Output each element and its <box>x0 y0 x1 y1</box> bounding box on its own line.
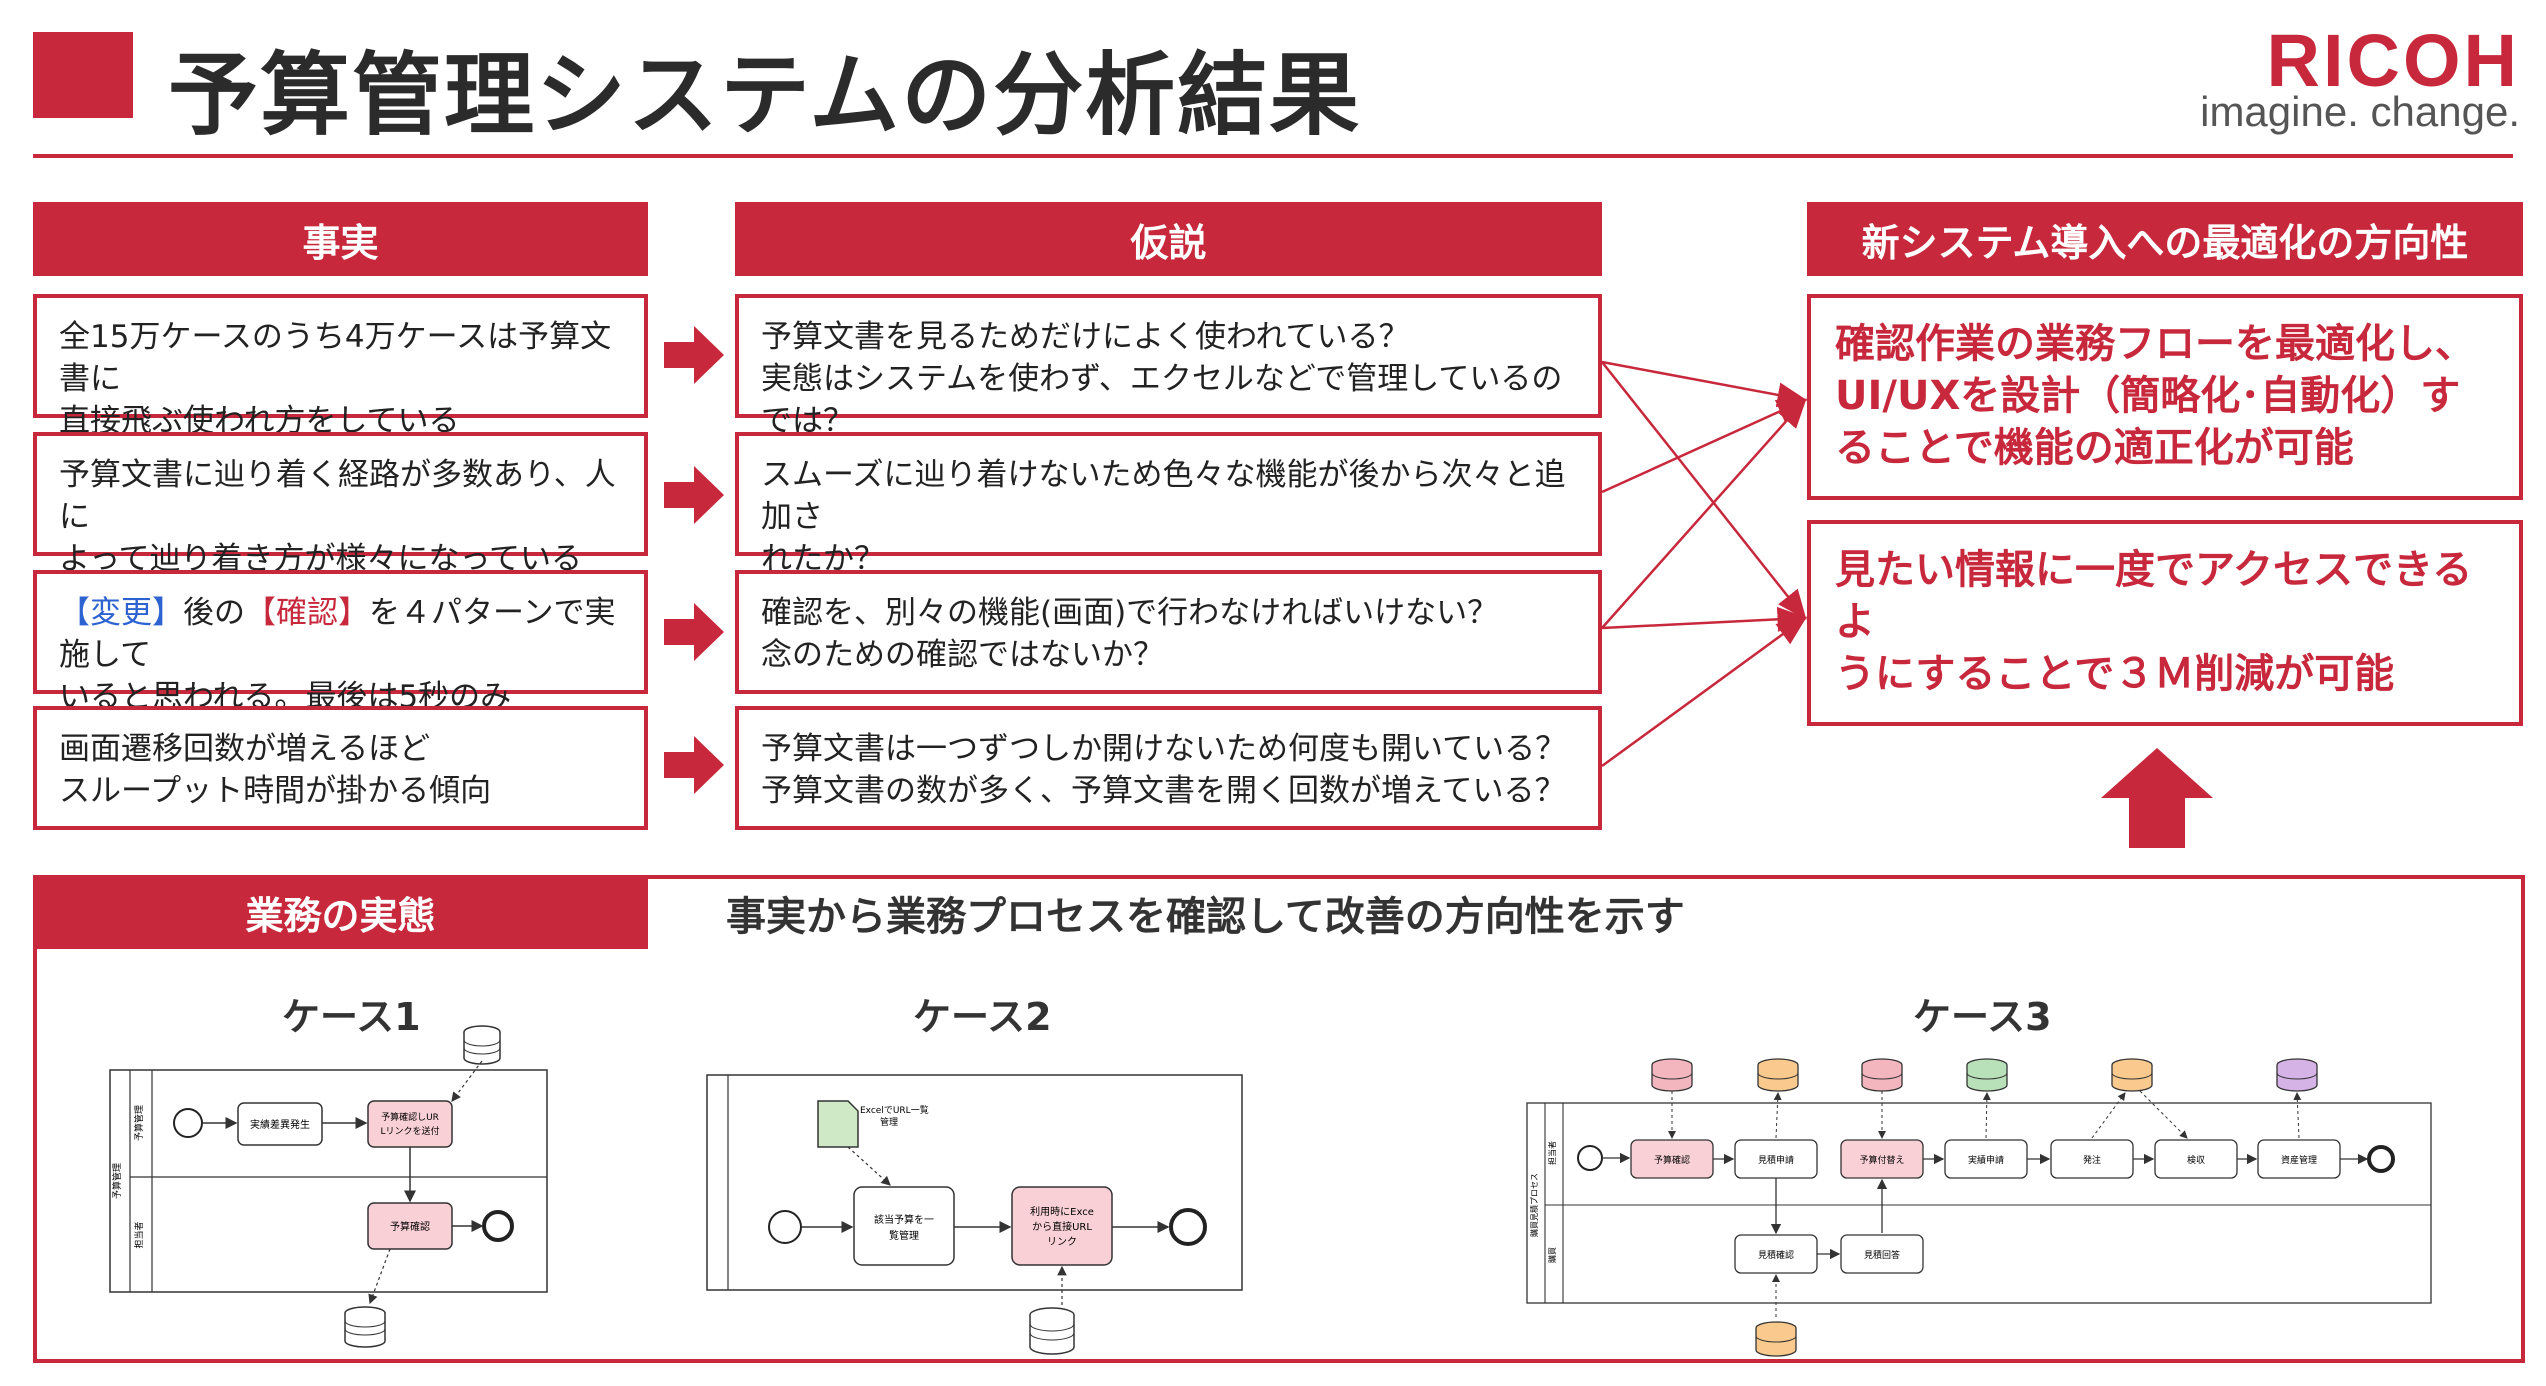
title-accent-square <box>33 32 133 118</box>
case2-task1b: 覧管理 <box>889 1229 919 1242</box>
database-icon <box>463 1025 501 1065</box>
case2-process-diagram: ExcelでURL一覧 管理 該当予算を一 覧管理 利用時にExce から直接U… <box>706 1074 1243 1355</box>
case3-task-1: 予算確認 <box>1654 1154 1690 1166</box>
logo-tagline: imagine. change. <box>2200 88 2520 135</box>
case1-task3: 予算確認 <box>390 1220 430 1233</box>
business-section-caption: 事実から業務プロセスを確認して改善の方向性を示す <box>726 894 1685 940</box>
right-arrow-icon <box>664 736 724 794</box>
case2-label: ケース2 <box>913 995 1052 1039</box>
tag-confirm: 【確認】 <box>245 595 369 631</box>
right-arrow-icon <box>664 603 724 661</box>
case3-process-diagram: 購買見積プロセス 担当者 購買 予算確認 見積申請 予算付替え 実績申請 発注 … <box>1526 1058 2432 1357</box>
solution-box-2: 見たい情報に一度でアクセスできるよ うにすることで３Ｍ削減が可能 <box>1807 520 2523 726</box>
solution-box-1: 確認作業の業務フローを最適化し、 UI/UXを設計（簡略化･自動化）す ることで… <box>1807 294 2523 500</box>
case3-task-4: 実績申請 <box>1968 1154 2004 1166</box>
case3-task-7: 資産管理 <box>2281 1154 2317 1166</box>
database-icon <box>1966 1058 2008 1092</box>
case3-lane2: 購買 <box>1547 1247 1557 1263</box>
fact-box-1: 全15万ケースのうち4万ケースは予算文書に 直接飛ぶ使われ方をしている <box>33 294 648 439</box>
facts-header: 事実 <box>33 202 648 276</box>
case3-task-2: 見積申請 <box>1758 1154 1794 1166</box>
database-icon <box>2111 1058 2153 1092</box>
case2-task2a: 利用時にExce <box>1030 1206 1094 1218</box>
fact-box-2: 予算文書に辿り着く経路が多数あり、人に よって辿り着き方が様々になっている <box>33 432 648 577</box>
case3-task-6: 検収 <box>2187 1154 2205 1166</box>
case1-lane-group: 予算管理 <box>111 1163 123 1199</box>
case3-lane-group: 購買見積プロセス <box>1529 1173 1539 1237</box>
case2-doc-a: ExcelでURL一覧 <box>860 1104 929 1116</box>
database-icon <box>1861 1058 1903 1092</box>
right-arrow-icon <box>664 466 724 524</box>
case3-label: ケース3 <box>1913 995 2052 1039</box>
right-arrow-icon <box>664 326 724 384</box>
case3-task-b2: 見積回答 <box>1864 1249 1900 1261</box>
database-icon <box>344 1306 386 1348</box>
hypotheses-header: 仮説 <box>735 202 1602 276</box>
case1-task2b: Lリンクを送付 <box>380 1125 439 1137</box>
ricoh-logo: RICOH <box>2266 19 2520 102</box>
business-section-header: 業務の実態 <box>33 875 648 949</box>
database-icon <box>1757 1058 1799 1092</box>
case2-task2b: から直接URL <box>1032 1220 1092 1233</box>
database-icon <box>1029 1307 1075 1355</box>
case2-doc-b: 管理 <box>880 1116 898 1128</box>
hypothesis-box-3: 確認を、別々の機能(画面)で行わなければいけない？ 念のための確認ではないか？ <box>735 570 1602 694</box>
up-arrow-icon <box>2101 748 2213 848</box>
case1-task1: 実績差異発生 <box>250 1118 310 1131</box>
database-icon <box>2276 1058 2318 1092</box>
fact-box-4: 画面遷移回数が増えるほど スループット時間が掛かる傾向 <box>33 706 648 830</box>
case1-label: ケース1 <box>282 995 421 1039</box>
case3-task-5: 発注 <box>2083 1154 2101 1166</box>
hypothesis-box-1: 予算文書を見るためだけによく使われている？ 実態はシステムを使わず、エクセルなど… <box>735 294 1602 439</box>
document-icon <box>817 1100 859 1148</box>
case1-lane1: 予算管理 <box>133 1105 145 1141</box>
database-icon <box>1755 1321 1797 1357</box>
case1-task2a: 予算確認しUR <box>381 1111 439 1123</box>
business-section-frame <box>33 875 2525 1363</box>
database-icon <box>1651 1058 1693 1092</box>
direction-header: 新システム導入への最適化の方向性 <box>1807 202 2523 276</box>
hypothesis-box-4: 予算文書は一つずつしか開けないため何度も開いている？ 予算文書の数が多く、予算文… <box>735 706 1602 830</box>
case1-process-diagram: 予算管理 予算管理 担当者 実績差異発生 予算確認しUR Lリンクを送付 予算確… <box>109 1025 548 1348</box>
case2-task1a: 該当予算を一 <box>874 1213 934 1226</box>
fact-box-3: 【変更】後の【確認】を４パターンで実施して いると思われる。最後は5秒のみ <box>33 570 648 715</box>
page-title: 予算管理システムの分析結果 <box>168 43 1362 148</box>
title-divider <box>33 154 2513 158</box>
tag-change: 【変更】 <box>59 595 183 631</box>
case1-lane2: 担当者 <box>133 1221 145 1248</box>
case3-task-b1: 見積確認 <box>1758 1249 1794 1261</box>
case3-lane1: 担当者 <box>1547 1141 1557 1165</box>
case2-task2c: リンク <box>1047 1236 1077 1248</box>
case3-task-3: 予算付替え <box>1859 1154 1904 1166</box>
